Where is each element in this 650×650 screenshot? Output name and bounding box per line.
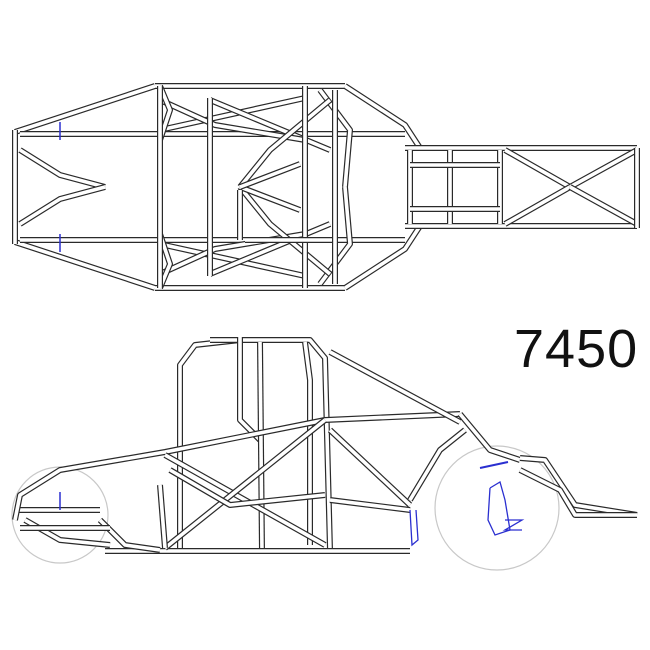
frame-tube: [344, 225, 422, 290]
rear-bracket: [502, 519, 525, 531]
frame-tube: [569, 148, 638, 189]
frame-tube: [159, 98, 306, 142]
frame-tube: [408, 428, 467, 501]
frame-tube: [209, 98, 331, 152]
frame-tube: [504, 185, 571, 226]
frame-tube: [169, 468, 326, 507]
rear-link: [479, 461, 509, 469]
top-view-frame: [12, 83, 640, 291]
frame-tube: [458, 412, 521, 462]
frame-tube: [344, 84, 422, 149]
frame-tube: [158, 484, 167, 549]
frame-tube: [329, 350, 461, 424]
frame-tube: [238, 185, 332, 276]
frame-tube: [504, 148, 571, 189]
frame-tube: [14, 240, 156, 290]
frame-tube: [238, 98, 332, 189]
frame-tube: [164, 453, 326, 547]
brackets: [59, 122, 525, 547]
rear-wheel: [434, 445, 560, 571]
frame-tube: [158, 85, 172, 141]
side-view-frame: [12, 337, 638, 554]
frame-tube: [519, 456, 638, 517]
frame-tube: [303, 341, 312, 545]
frame-tube: [258, 341, 264, 553]
frame-tube: [19, 148, 106, 189]
frame-tube: [239, 185, 301, 212]
model-number: 7450: [514, 319, 639, 379]
frame-tube: [519, 468, 637, 517]
frame-tube: [329, 498, 411, 512]
frame-tube: [328, 428, 412, 507]
frame-tube: [210, 338, 332, 551]
frame-tube: [163, 418, 327, 550]
frame-tube: [569, 185, 638, 226]
frame-tube: [14, 84, 156, 134]
frame-tube: [159, 242, 306, 278]
shock-mount: [409, 509, 419, 547]
frame-tube: [19, 185, 106, 226]
frame-tube: [18, 184, 106, 227]
frame-tube: [159, 96, 306, 132]
frame-tube: [209, 222, 331, 276]
frame-tube: [18, 147, 106, 190]
frame-tube: [239, 162, 301, 189]
frame-tube: [13, 412, 461, 521]
frame-tube: [158, 233, 172, 289]
rear-birdcage: [487, 481, 511, 536]
front-wheel: [11, 466, 109, 564]
